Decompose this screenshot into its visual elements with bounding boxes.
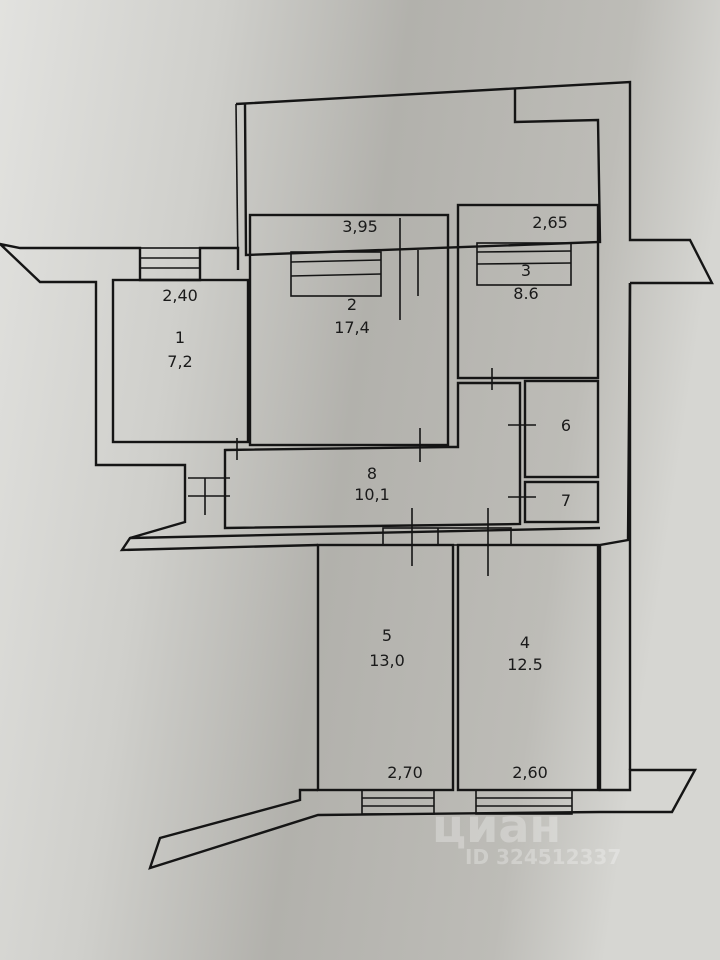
room-4	[456, 543, 600, 792]
room-1-area: 7,2	[167, 352, 192, 371]
room-1-width: 2,40	[162, 286, 198, 305]
window-room-2	[290, 251, 382, 297]
room-4-number: 4	[520, 633, 530, 652]
watermark-brand: циан	[432, 799, 561, 853]
window-room-4	[475, 789, 573, 815]
room-2-width: 3,95	[342, 217, 378, 236]
room-2-area: 17,4	[334, 318, 370, 337]
room-8-number: 8	[367, 464, 377, 483]
room-2	[248, 213, 450, 447]
room-1	[111, 278, 250, 444]
balcony	[235, 80, 714, 285]
room-7-number: 7	[561, 491, 571, 510]
window-room-3	[476, 242, 572, 286]
room-5-number: 5	[382, 626, 392, 645]
room-3-number: 3	[521, 261, 531, 280]
room-3	[456, 203, 600, 380]
watermark: циан ID 324512337	[432, 799, 621, 869]
room-8-area: 10,1	[354, 485, 390, 504]
room-8	[223, 381, 522, 530]
room-6-number: 6	[561, 416, 571, 435]
room-3-width: 2,65	[532, 213, 568, 232]
watermark-id: ID 324512337	[465, 845, 621, 869]
room-3-area: 8.6	[513, 284, 538, 303]
room-7	[523, 480, 600, 524]
balcony-door	[399, 218, 419, 320]
room-2-number: 2	[347, 295, 357, 314]
room-5-area: 13,0	[369, 651, 405, 670]
room-4-area: 12.5	[507, 655, 543, 674]
room-1-number: 1	[175, 328, 185, 347]
outer-wall-right	[148, 282, 698, 870]
room-6	[523, 379, 600, 479]
room-4-width: 2,60	[512, 763, 548, 782]
door-marks	[188, 368, 536, 576]
room-5-width: 2,70	[387, 763, 423, 782]
